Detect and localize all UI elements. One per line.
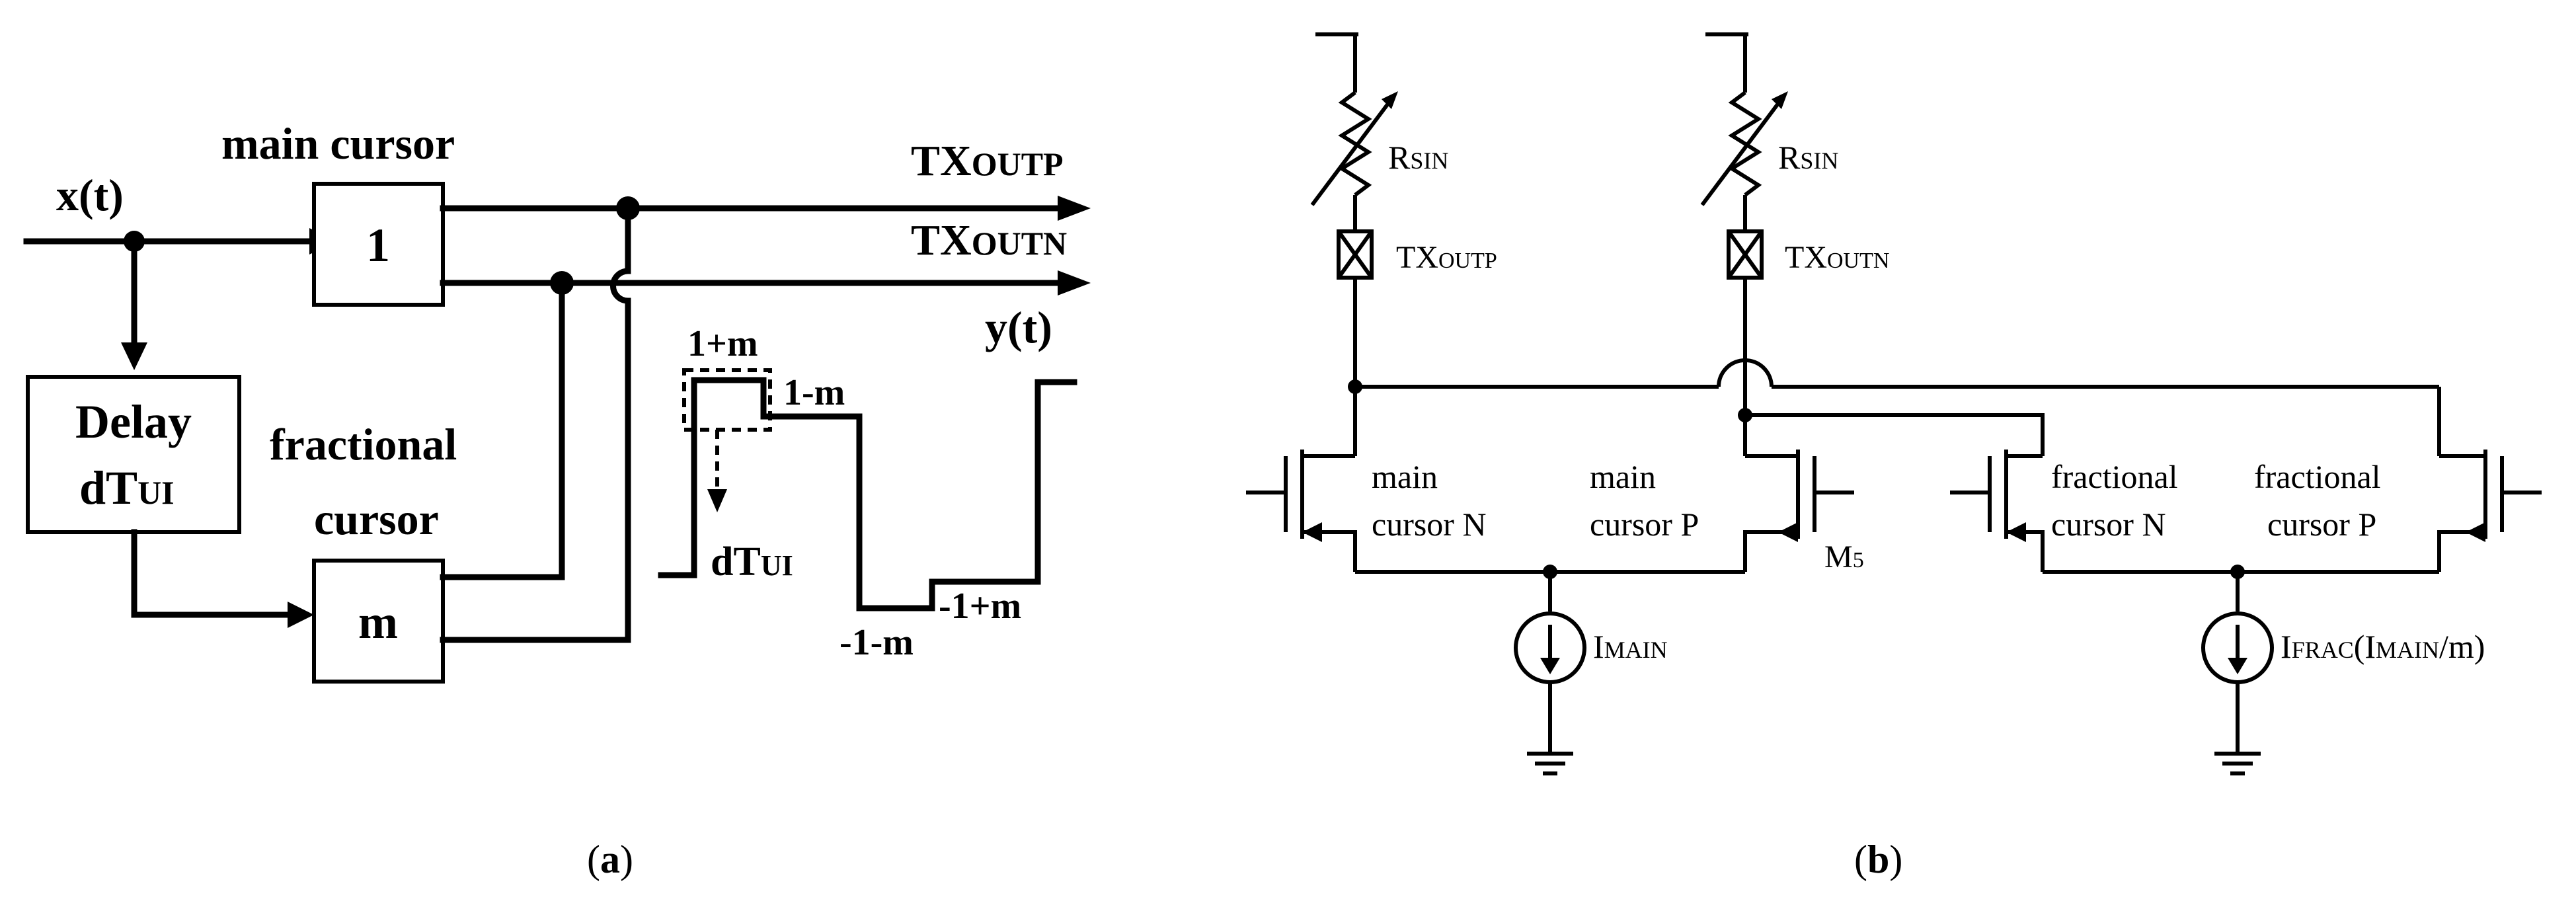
label-frac-p-1: fractional [2254,458,2381,495]
rsin-right-resistor [1728,91,1762,197]
output-waveform [658,377,1077,611]
delay-dt: dTUI [79,461,175,514]
delay-label: Delay [75,395,192,448]
arrow-txoutn [1058,270,1091,295]
label-output: y(t) [985,302,1052,352]
label-rsin-right: RSIN [1778,139,1838,176]
dashed-highlight [682,368,772,432]
rsin-left-resistor [1338,91,1372,197]
mp-arrow [1778,522,1798,542]
label-cursor: cursor [314,494,439,544]
label-frac-n-2: cursor N [2051,506,2166,543]
rsin-right-arrow [1700,98,1783,206]
label-b-txoutp: TXOUTP [1396,240,1497,275]
ifrac-arrowhead [2228,658,2247,674]
panel-a: x(t) main cursor 1 Delay dTUI fractional… [23,118,1091,881]
junction-txoutp [616,196,640,220]
label-main-p-1: main [1590,458,1656,495]
level-n1mm: -1-m [839,622,914,663]
label-dtui: dTUI [711,539,793,584]
label-main-cursor: main cursor [221,118,455,169]
level-n1pm: -1+m [939,586,1021,627]
fractional-gain-box [312,559,445,684]
delay-box [26,375,241,534]
rsin-left-arrow [1310,98,1393,206]
label-input: x(t) [56,170,124,220]
fractional-gain-value: m [358,596,398,649]
fp-arrow [2466,522,2485,542]
arrow-to-delay [121,342,147,370]
level-1pm: 1+m [687,323,758,364]
label-b-txoutn: TXOUTN [1785,240,1889,275]
label-rsin-left: RSIN [1388,139,1448,176]
pad-txoutn-x2 [1727,230,1764,279]
frac-to-txoutn [440,280,565,580]
label-frac-p-2: cursor P [2267,506,2376,543]
label-fractional: fractional [270,419,457,469]
label-txoutn: TXOUTN [911,216,1067,264]
rsin-left-arrowhead [1382,91,1398,109]
mn-source [1302,530,1357,572]
label-imain: IMAIN [1593,628,1668,665]
crossover-hop [610,268,631,304]
caption-b: (b) [1854,838,1902,881]
wire-txoutn-fracn [1745,413,2045,456]
caption-a: (a) [587,838,633,881]
frac-to-txoutp [440,297,631,643]
main-gain-value: 1 [366,219,390,272]
fn-arrow [2006,522,2026,542]
label-main-n-1: main [1372,458,1438,495]
arrow-txoutp [1058,196,1091,221]
label-txoutp: TXOUTP [911,137,1064,185]
pad-txoutp-x2 [1337,230,1374,279]
label-frac-n-1: fractional [2051,458,2178,495]
imain-arrowhead [1540,658,1560,674]
level-1mm: 1-m [783,372,845,413]
label-main-n-2: cursor N [1372,506,1487,543]
label-main-p-2: cursor P [1590,506,1699,543]
main-gain-box [312,182,445,307]
panel-b: RSIN RSIN TXOUTP TXOUTN main cursor N ma… [1246,32,2542,881]
rsin-right-arrowhead [1772,91,1788,109]
label-m5: M5 [1824,539,1864,574]
arrow-to-frac [288,602,314,628]
mn-arrow [1302,522,1322,542]
line-delay-to-frac [131,529,294,618]
junction-txoutn [550,271,574,295]
label-ifrac: IFRAC(IMAIN/m) [2281,628,2485,665]
dashed-arrowhead [707,489,727,512]
